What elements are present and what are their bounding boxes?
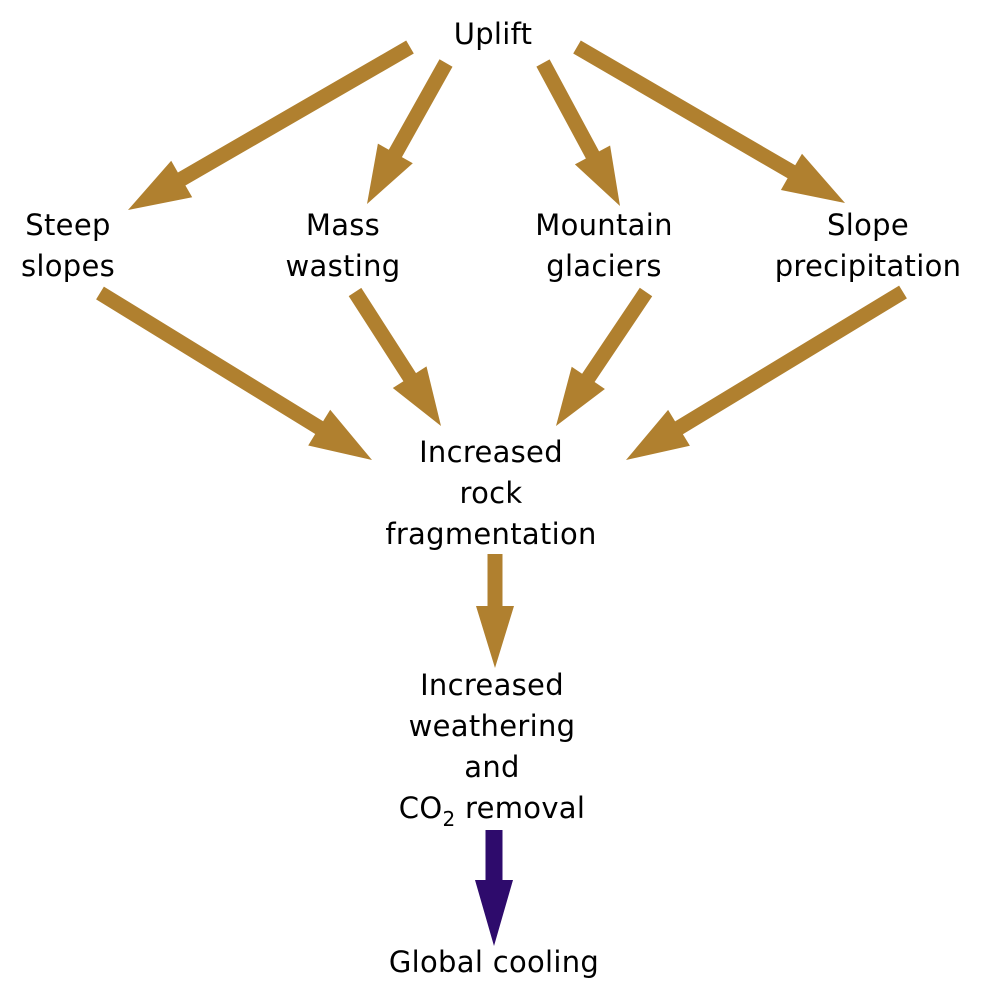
node-label: wasting	[285, 249, 401, 283]
arrow-uplift-to-steep-slopes	[128, 40, 414, 210]
arrow-uplift-to-mass-wasting	[367, 59, 453, 204]
node-uplift: Uplift	[454, 14, 533, 55]
node-label: weathering	[408, 709, 576, 743]
node-slope-precipitation: Slope precipitation	[775, 205, 962, 287]
arrow-weathering-to-global-cooling	[475, 830, 513, 946]
node-label: and	[464, 750, 520, 784]
node-label: Slope	[827, 208, 909, 242]
node-global-cooling: Global cooling	[389, 942, 599, 983]
node-label: rock	[459, 476, 523, 510]
arrow-steep-slopes-to-rock-fragmentation	[96, 286, 372, 460]
node-label: fragmentation	[385, 517, 597, 551]
co2-subscript: 2	[442, 807, 456, 831]
co2-suffix: removal	[455, 791, 586, 825]
node-rock-fragmentation: Increased rock fragmentation	[385, 432, 596, 555]
node-label: Global cooling	[388, 945, 600, 979]
arrow-rock-fragmentation-to-weathering	[476, 554, 514, 668]
node-label: Steep	[25, 208, 111, 242]
node-label: Increased	[419, 435, 563, 469]
arrow-mass-wasting-to-rock-fragmentation	[348, 287, 441, 426]
node-label: slopes	[20, 249, 116, 283]
node-label: Mountain	[535, 208, 673, 242]
node-label: Uplift	[453, 17, 533, 51]
node-steep-slopes: Steep slopes	[21, 205, 115, 287]
arrow-slope-precipitation-to-rock-fragmentation	[626, 285, 907, 460]
co2-prefix: CO	[398, 791, 443, 825]
node-mountain-glaciers: Mountain glaciers	[535, 205, 673, 287]
arrow-uplift-to-mountain-glaciers	[536, 59, 620, 207]
node-mass-wasting: Mass wasting	[286, 205, 401, 287]
node-label: Mass	[305, 208, 381, 242]
node-label: glaciers	[546, 249, 662, 283]
co2-removal-label: CO2 removal	[399, 788, 585, 829]
node-label: Increased	[420, 668, 564, 702]
arrow-mountain-glaciers-to-rock-fragmentation	[556, 287, 653, 426]
node-label: precipitation	[774, 249, 962, 283]
node-weathering: Increased weathering and CO2 removal	[399, 665, 585, 829]
arrow-uplift-to-slope-precipitation	[573, 40, 845, 203]
